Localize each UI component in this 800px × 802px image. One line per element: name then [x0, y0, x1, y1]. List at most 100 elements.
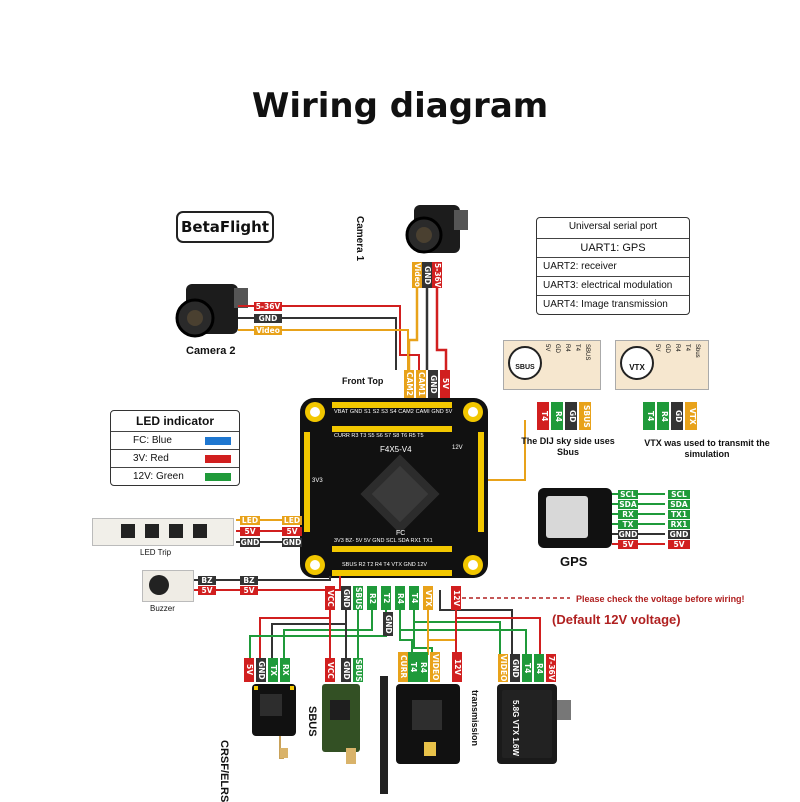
led-row-green: 12V: Green	[111, 467, 239, 485]
camera-1-pin-power: 5-36V	[432, 262, 442, 288]
fc-pin-gps-5v: 5V	[668, 540, 690, 549]
esc-pin-r4: R4	[418, 652, 428, 682]
fc-bottom-tag-t4: T4	[409, 586, 419, 610]
vtx-module-pin-power: 7-36V	[546, 654, 556, 682]
led-strip-label: LED Trip	[140, 548, 172, 557]
led-indicator-box: LED indicator FC: Blue 3V: Red 12V: Gree…	[110, 410, 240, 486]
led-strip	[92, 518, 234, 546]
buzzer-label: Buzzer	[150, 604, 175, 613]
crsf-pin-rx: RX	[280, 658, 290, 682]
fc-pin-sda: SDA	[668, 500, 690, 509]
fc-bottom-tag-gnd-2: GND	[383, 612, 393, 636]
uart-row-4: UART4: Image transmission	[537, 295, 689, 314]
led-chip-icon	[145, 524, 159, 538]
fc-fc-label: FC	[396, 530, 406, 537]
fc-bottom-tag-r2: R2	[367, 586, 377, 610]
sbus-note: The DIJ sky side uses Sbus	[521, 436, 615, 457]
fc-bottom-pins: 3V3 BZ- 5V 5V GND SCL SDA RX1 TX1	[334, 538, 433, 544]
crsf-label: CRSF/ELRS	[218, 740, 230, 802]
sbus-rx-pin-sbus: SBUS	[353, 658, 363, 682]
betaflight-badge: BetaFlight	[176, 211, 274, 243]
gps-pin-sda: SDA	[618, 500, 638, 509]
fc-bottom-tag-vcc: VCC	[325, 586, 335, 610]
gps-pin-5v: 5V	[618, 540, 638, 549]
gps-module	[538, 488, 612, 548]
gps-pin-gnd: GND	[618, 530, 638, 539]
buzzer-pin-bz: BZ	[198, 576, 216, 585]
led-row-red: 3V: Red	[111, 449, 239, 467]
fc-bottom-tag-r4: R4	[395, 586, 405, 610]
esc-module-board	[380, 676, 460, 794]
uart-row-1: UART1: GPS	[537, 238, 689, 257]
buzzer-icon	[149, 575, 169, 595]
default-voltage-note: (Default 12V voltage)	[552, 612, 681, 627]
vtx-header-gd: GD	[664, 344, 670, 353]
fc-pin-led: LED	[282, 516, 302, 525]
sbus-header-t4: T4	[574, 344, 580, 352]
esc-pin-video: VIDEO	[430, 652, 440, 682]
crsf-pin-5v: 5V	[244, 658, 254, 682]
sbus-receiver-board	[322, 684, 360, 764]
vtx-header-r4: R4	[674, 344, 680, 352]
led-chip-icon	[121, 524, 135, 538]
fc-12v-label: 12V	[452, 445, 463, 451]
vtx-module-pin-t4: T4	[522, 654, 532, 682]
transmission-label: transmission	[470, 690, 480, 747]
sbus-header-sbus: SBUS	[584, 344, 590, 361]
fc-pin-bz: BZ	[240, 576, 258, 585]
camera-2-pin-power: 5-36V	[254, 302, 282, 311]
vtx-pin-r4: R4	[657, 402, 669, 430]
sbus-pin-r4: R4	[551, 402, 563, 430]
fc-tag-5v: 5V	[440, 370, 450, 398]
camera-2-label: Camera 2	[186, 345, 236, 357]
fc-pin-gps-gnd: GND	[668, 530, 690, 539]
gps-label: GPS	[560, 554, 588, 569]
led-chip-icon	[193, 524, 207, 538]
led-chip-icon	[169, 524, 183, 538]
fc-pin-led-gnd: GND	[282, 538, 302, 547]
sbus-rx-pin-vcc: VCC	[325, 658, 335, 682]
uart-row-3: UART3: electrical modulation	[537, 276, 689, 295]
camera-1-pin-gnd: GND	[422, 262, 432, 288]
sbus-receiver-label: SBUS	[306, 706, 318, 737]
led-row-green-label: 12V: Green	[133, 471, 184, 482]
uart-port-box: Universal serial port UART1: GPS UART2: …	[536, 217, 690, 315]
fc-3v3-label: 3V3	[312, 478, 323, 484]
camera-1-pin-video: Video	[412, 262, 422, 288]
fc-bottom-tag-12v: 12V	[451, 586, 461, 610]
led-strip-pin-gnd: GND	[240, 538, 260, 547]
fc-pin-rx1: RX1	[668, 520, 690, 529]
fc-bottom-tag-vtx: VTX	[423, 586, 433, 610]
fc-pin-scl: SCL	[668, 490, 690, 499]
fc-bottom-tag-sbus: SBUS	[353, 586, 363, 610]
fc-top-pins-2: CURR R3 T3 S5 S6 S7 S8 T6 R5 T5	[334, 433, 424, 439]
esc-pin-12v: 12V	[452, 652, 462, 682]
front-top-label: Front Top	[342, 376, 384, 386]
sbus-rx-pin-gnd: GND	[341, 658, 351, 682]
flight-controller-board	[300, 398, 488, 578]
led-row-red-label: 3V: Red	[133, 453, 169, 464]
fc-tag-cam1: CAM1	[416, 370, 426, 398]
buzzer-pin-5v: 5V	[198, 586, 216, 595]
sbus-connector-label: SBUS	[508, 346, 542, 380]
gps-pin-rx: RX	[618, 510, 638, 519]
sbus-pin-t4: T4	[537, 402, 549, 430]
vtx-header-sbus: Sbus	[694, 344, 700, 358]
vtx-pin-t4: T4	[643, 402, 655, 430]
vtx-chip-label: 5.8G VTX 1.6W	[511, 700, 520, 757]
led-strip-pin-led: LED	[240, 516, 260, 525]
sbus-pin-sbus: SBUS	[579, 402, 591, 430]
camera-2-pin-video: Video	[254, 326, 282, 335]
led-row-blue-label: FC: Blue	[133, 435, 172, 446]
led-indicator-title: LED indicator	[135, 414, 214, 428]
red-swatch	[205, 455, 231, 463]
sbus-header-r4: R4	[564, 344, 570, 352]
camera-2-icon	[175, 284, 248, 338]
sbus-pin-gd: GD	[565, 402, 577, 430]
vtx-module-board	[497, 684, 571, 764]
fc-bottom-pins-2: SBUS R2 T2 R4 T4 VTX GND 12V	[342, 562, 428, 568]
uart-box-title: Universal serial port	[568, 221, 658, 232]
gps-pin-scl: SCL	[618, 490, 638, 499]
fc-tag-cam2: CAM2	[404, 370, 414, 398]
